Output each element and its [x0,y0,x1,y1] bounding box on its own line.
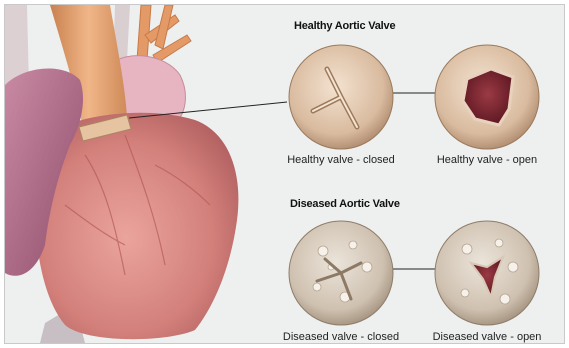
healthy-valve-open-image [435,45,539,149]
diseased-open-caption: Diseased valve - open [422,331,552,343]
healthy-open-caption: Healthy valve - open [422,154,552,166]
diseased-valve-title: Diseased Aortic Valve [290,198,400,210]
healthy-valve-closed-image [289,45,393,149]
healthy-closed-caption: Healthy valve - closed [276,154,406,166]
illustration-frame: Healthy Aortic Valve Healthy valve - clo… [4,4,565,344]
heart-illustration [5,5,564,343]
diseased-valve-closed-image [289,221,393,325]
healthy-valve-title: Healthy Aortic Valve [294,20,395,32]
diseased-closed-caption: Diseased valve - closed [276,331,406,343]
diseased-valve-open-image [435,221,539,325]
aortic-branches [137,5,191,63]
